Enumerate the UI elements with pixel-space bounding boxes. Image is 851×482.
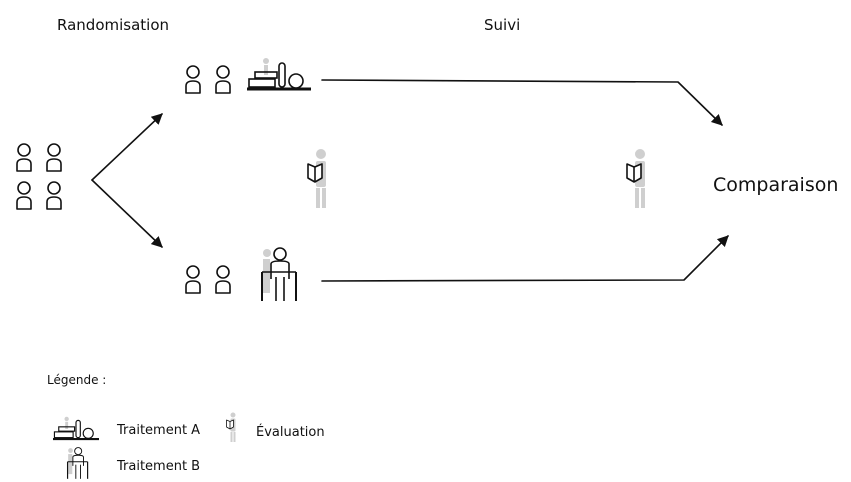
legend-label-treatment-a: Traitement A bbox=[116, 423, 200, 438]
legend-label-treatment-b: Traitement B bbox=[116, 459, 200, 474]
person-icon bbox=[185, 265, 201, 294]
legend-label-evaluation: Évaluation bbox=[256, 424, 325, 440]
evaluation-icon bbox=[226, 412, 236, 442]
treatment-a-icon bbox=[53, 416, 99, 441]
group-b bbox=[185, 247, 297, 302]
arrow-to-group-a bbox=[91, 113, 163, 181]
follow-up-path-b bbox=[321, 235, 729, 282]
evaluation-icon bbox=[307, 148, 327, 208]
person-icon bbox=[215, 265, 231, 294]
person-icon bbox=[46, 181, 62, 210]
person-icon bbox=[46, 143, 62, 172]
treatment-b-icon bbox=[66, 447, 89, 480]
comparaison-label: Comparaison bbox=[713, 174, 838, 196]
evaluation-icon bbox=[626, 148, 646, 208]
legend-title: Légende : bbox=[47, 373, 106, 387]
treatment-a-icon bbox=[247, 57, 311, 91]
arrow-to-group-b bbox=[91, 179, 163, 248]
group-a bbox=[185, 57, 311, 94]
suivi-label: Suivi bbox=[484, 16, 520, 34]
randomisation-label: Randomisation bbox=[57, 16, 169, 34]
treatment-b-icon bbox=[261, 247, 297, 302]
follow-up-path-a bbox=[321, 79, 723, 126]
person-icon bbox=[185, 65, 201, 94]
person-icon bbox=[215, 65, 231, 94]
person-icon bbox=[16, 143, 32, 172]
legend: Légende : Traitement A Évaluation Traite… bbox=[47, 373, 325, 480]
person-icon bbox=[16, 181, 32, 210]
participant-pool bbox=[16, 143, 62, 210]
